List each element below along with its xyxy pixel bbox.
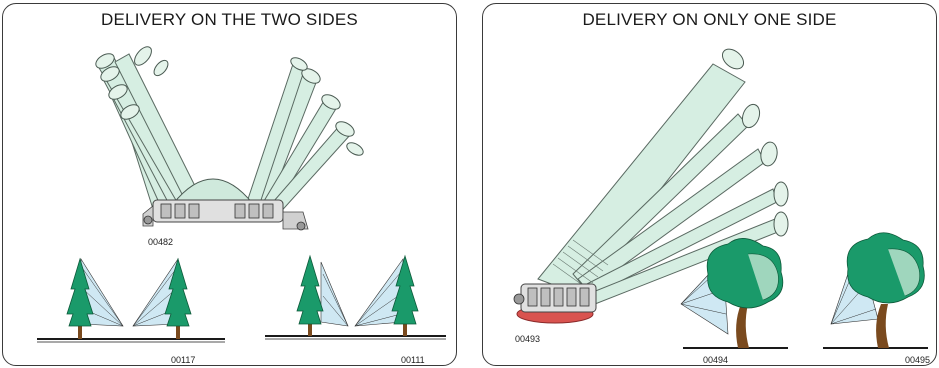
code-diagram-two-rows: 00117	[171, 355, 195, 365]
diagram-one-side-right	[823, 233, 928, 348]
diagram-two-rows	[37, 259, 225, 342]
sprayer-machine-two-sides	[93, 44, 365, 230]
code-diagram-one-side-left: 00494	[703, 355, 728, 365]
panel-two-sides: DELIVERY ON THE TWO SIDES	[2, 3, 457, 366]
code-machine-two-sides: 00482	[148, 237, 173, 247]
panel-one-side: DELIVERY ON ONLY ONE SIDE	[482, 3, 937, 366]
diagram-tractor-rows	[265, 256, 446, 339]
code-diagram-one-side-right: 00495	[905, 355, 930, 365]
code-diagram-tractor-rows: 00111	[401, 355, 425, 365]
one-side-illustration	[483, 4, 938, 367]
two-sides-illustration	[3, 4, 458, 367]
code-machine-one-side: 00493	[515, 334, 540, 344]
